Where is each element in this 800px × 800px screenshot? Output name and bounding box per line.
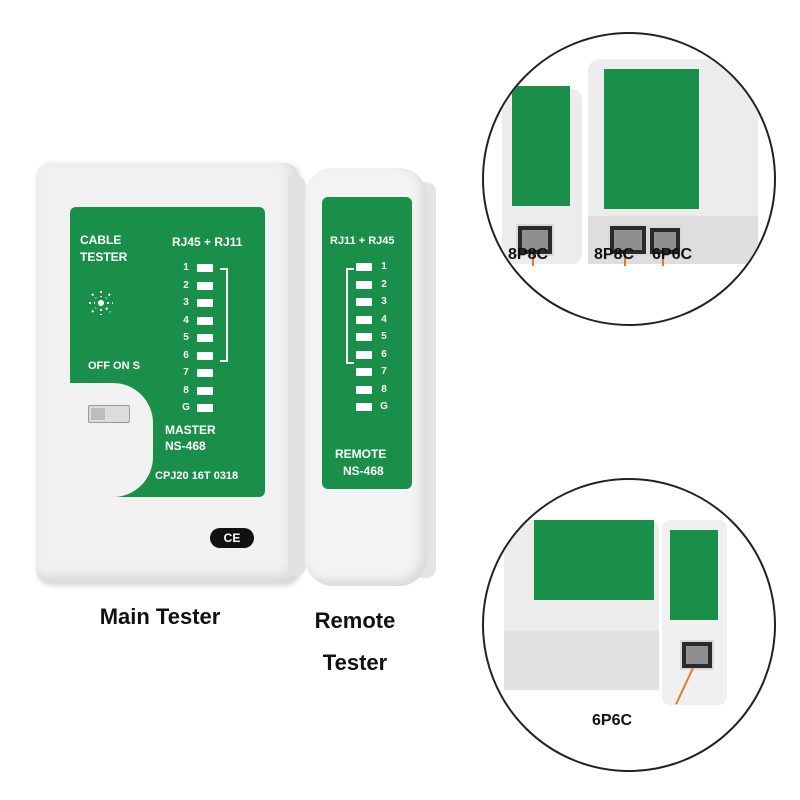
top-port-8p8c-main bbox=[608, 224, 648, 256]
main-led-indicator bbox=[197, 369, 213, 377]
remote-led-number: 5 bbox=[381, 331, 387, 342]
remote-led-number: 2 bbox=[381, 278, 387, 290]
remote-tester-panel bbox=[322, 197, 412, 489]
top-label-2: 8P8C bbox=[594, 246, 635, 263]
main-led-indicator bbox=[197, 299, 213, 307]
main-led-number: 3 bbox=[183, 297, 189, 308]
main-led-indicator bbox=[197, 386, 213, 395]
remote-led-indicator bbox=[356, 298, 372, 306]
remote-caption-line2: Tester bbox=[322, 650, 388, 675]
top-label-3: 6P6C bbox=[652, 246, 693, 263]
main-model-line2: NS-468 bbox=[165, 439, 206, 453]
power-indicator-icon bbox=[88, 290, 114, 316]
bottom-main-base bbox=[504, 630, 659, 690]
top-remote-panel bbox=[512, 86, 570, 206]
main-serial: CPJ20 16T 0318 bbox=[155, 470, 239, 482]
remote-led-indicator bbox=[356, 385, 372, 394]
bottom-label: 6P6C bbox=[592, 712, 633, 729]
top-port-8p8c-remote bbox=[516, 224, 554, 256]
power-switch[interactable] bbox=[88, 405, 130, 423]
ce-badge: CE bbox=[210, 528, 254, 548]
remote-led-indicator bbox=[356, 263, 372, 271]
remote-model-line2: NS-468 bbox=[343, 464, 384, 478]
bottom-main-panel bbox=[534, 520, 654, 600]
main-led-number: 7 bbox=[183, 367, 189, 378]
remote-led-number: G bbox=[380, 401, 388, 412]
main-led-number: G bbox=[182, 402, 190, 413]
remote-led-number: 8 bbox=[381, 383, 387, 395]
callout-line-1 bbox=[532, 254, 534, 266]
panel-title-line1: CABLE bbox=[80, 233, 122, 247]
remote-led-number: 7 bbox=[381, 366, 387, 377]
switch-label: OFF ON S bbox=[88, 360, 140, 372]
switch-recess bbox=[70, 383, 153, 497]
main-led-number: 4 bbox=[183, 314, 189, 326]
remote-led-number: 4 bbox=[381, 313, 387, 325]
top-detail-circle: 8P8C 8P8C 6P6C bbox=[482, 32, 776, 326]
remote-led-indicator bbox=[356, 333, 372, 341]
main-led-indicator bbox=[197, 351, 213, 360]
panel-title-line2: TESTER bbox=[80, 250, 128, 264]
main-tester-side bbox=[288, 176, 306, 576]
remote-port-label: RJ11 + RJ45 bbox=[330, 235, 395, 247]
remote-led-indicator bbox=[356, 280, 372, 289]
top-port-6p6c-main bbox=[648, 226, 682, 256]
main-model-line1: MASTER bbox=[165, 423, 216, 437]
remote-led-bracket bbox=[346, 268, 354, 364]
remote-led-indicator bbox=[356, 350, 372, 359]
remote-led-number: 1 bbox=[381, 261, 387, 272]
main-led-bracket bbox=[220, 268, 228, 362]
main-led-number: 8 bbox=[183, 384, 189, 396]
main-led-number: 5 bbox=[183, 332, 189, 343]
main-led-number: 6 bbox=[183, 349, 189, 361]
main-led-indicator bbox=[197, 334, 213, 342]
remote-model-line1: REMOTE bbox=[335, 447, 387, 461]
remote-led-indicator bbox=[356, 368, 372, 376]
main-port-label: RJ45 + RJ11 bbox=[172, 235, 243, 249]
top-label-1: 8P8C bbox=[508, 246, 549, 263]
remote-caption-line1: Remote bbox=[314, 608, 396, 633]
remote-led-indicator bbox=[356, 315, 372, 324]
remote-led-indicator bbox=[356, 403, 372, 411]
remote-led-number: 3 bbox=[381, 296, 387, 307]
callout-line-3 bbox=[662, 254, 664, 266]
remote-led-number: 6 bbox=[381, 348, 387, 360]
main-led-indicator bbox=[197, 404, 213, 412]
main-tester-caption: Main Tester bbox=[99, 604, 221, 629]
callout-line-2 bbox=[624, 254, 626, 266]
main-led-indicator bbox=[197, 264, 213, 272]
main-led-indicator bbox=[197, 281, 213, 290]
main-led-number: 2 bbox=[183, 279, 189, 291]
main-led-indicator bbox=[197, 316, 213, 325]
bottom-port-6p6c bbox=[680, 640, 714, 670]
main-led-number: 1 bbox=[183, 262, 189, 273]
top-main-panel bbox=[604, 69, 699, 209]
bottom-detail-circle: 6P6C bbox=[482, 478, 776, 772]
bottom-remote-panel bbox=[670, 530, 718, 620]
